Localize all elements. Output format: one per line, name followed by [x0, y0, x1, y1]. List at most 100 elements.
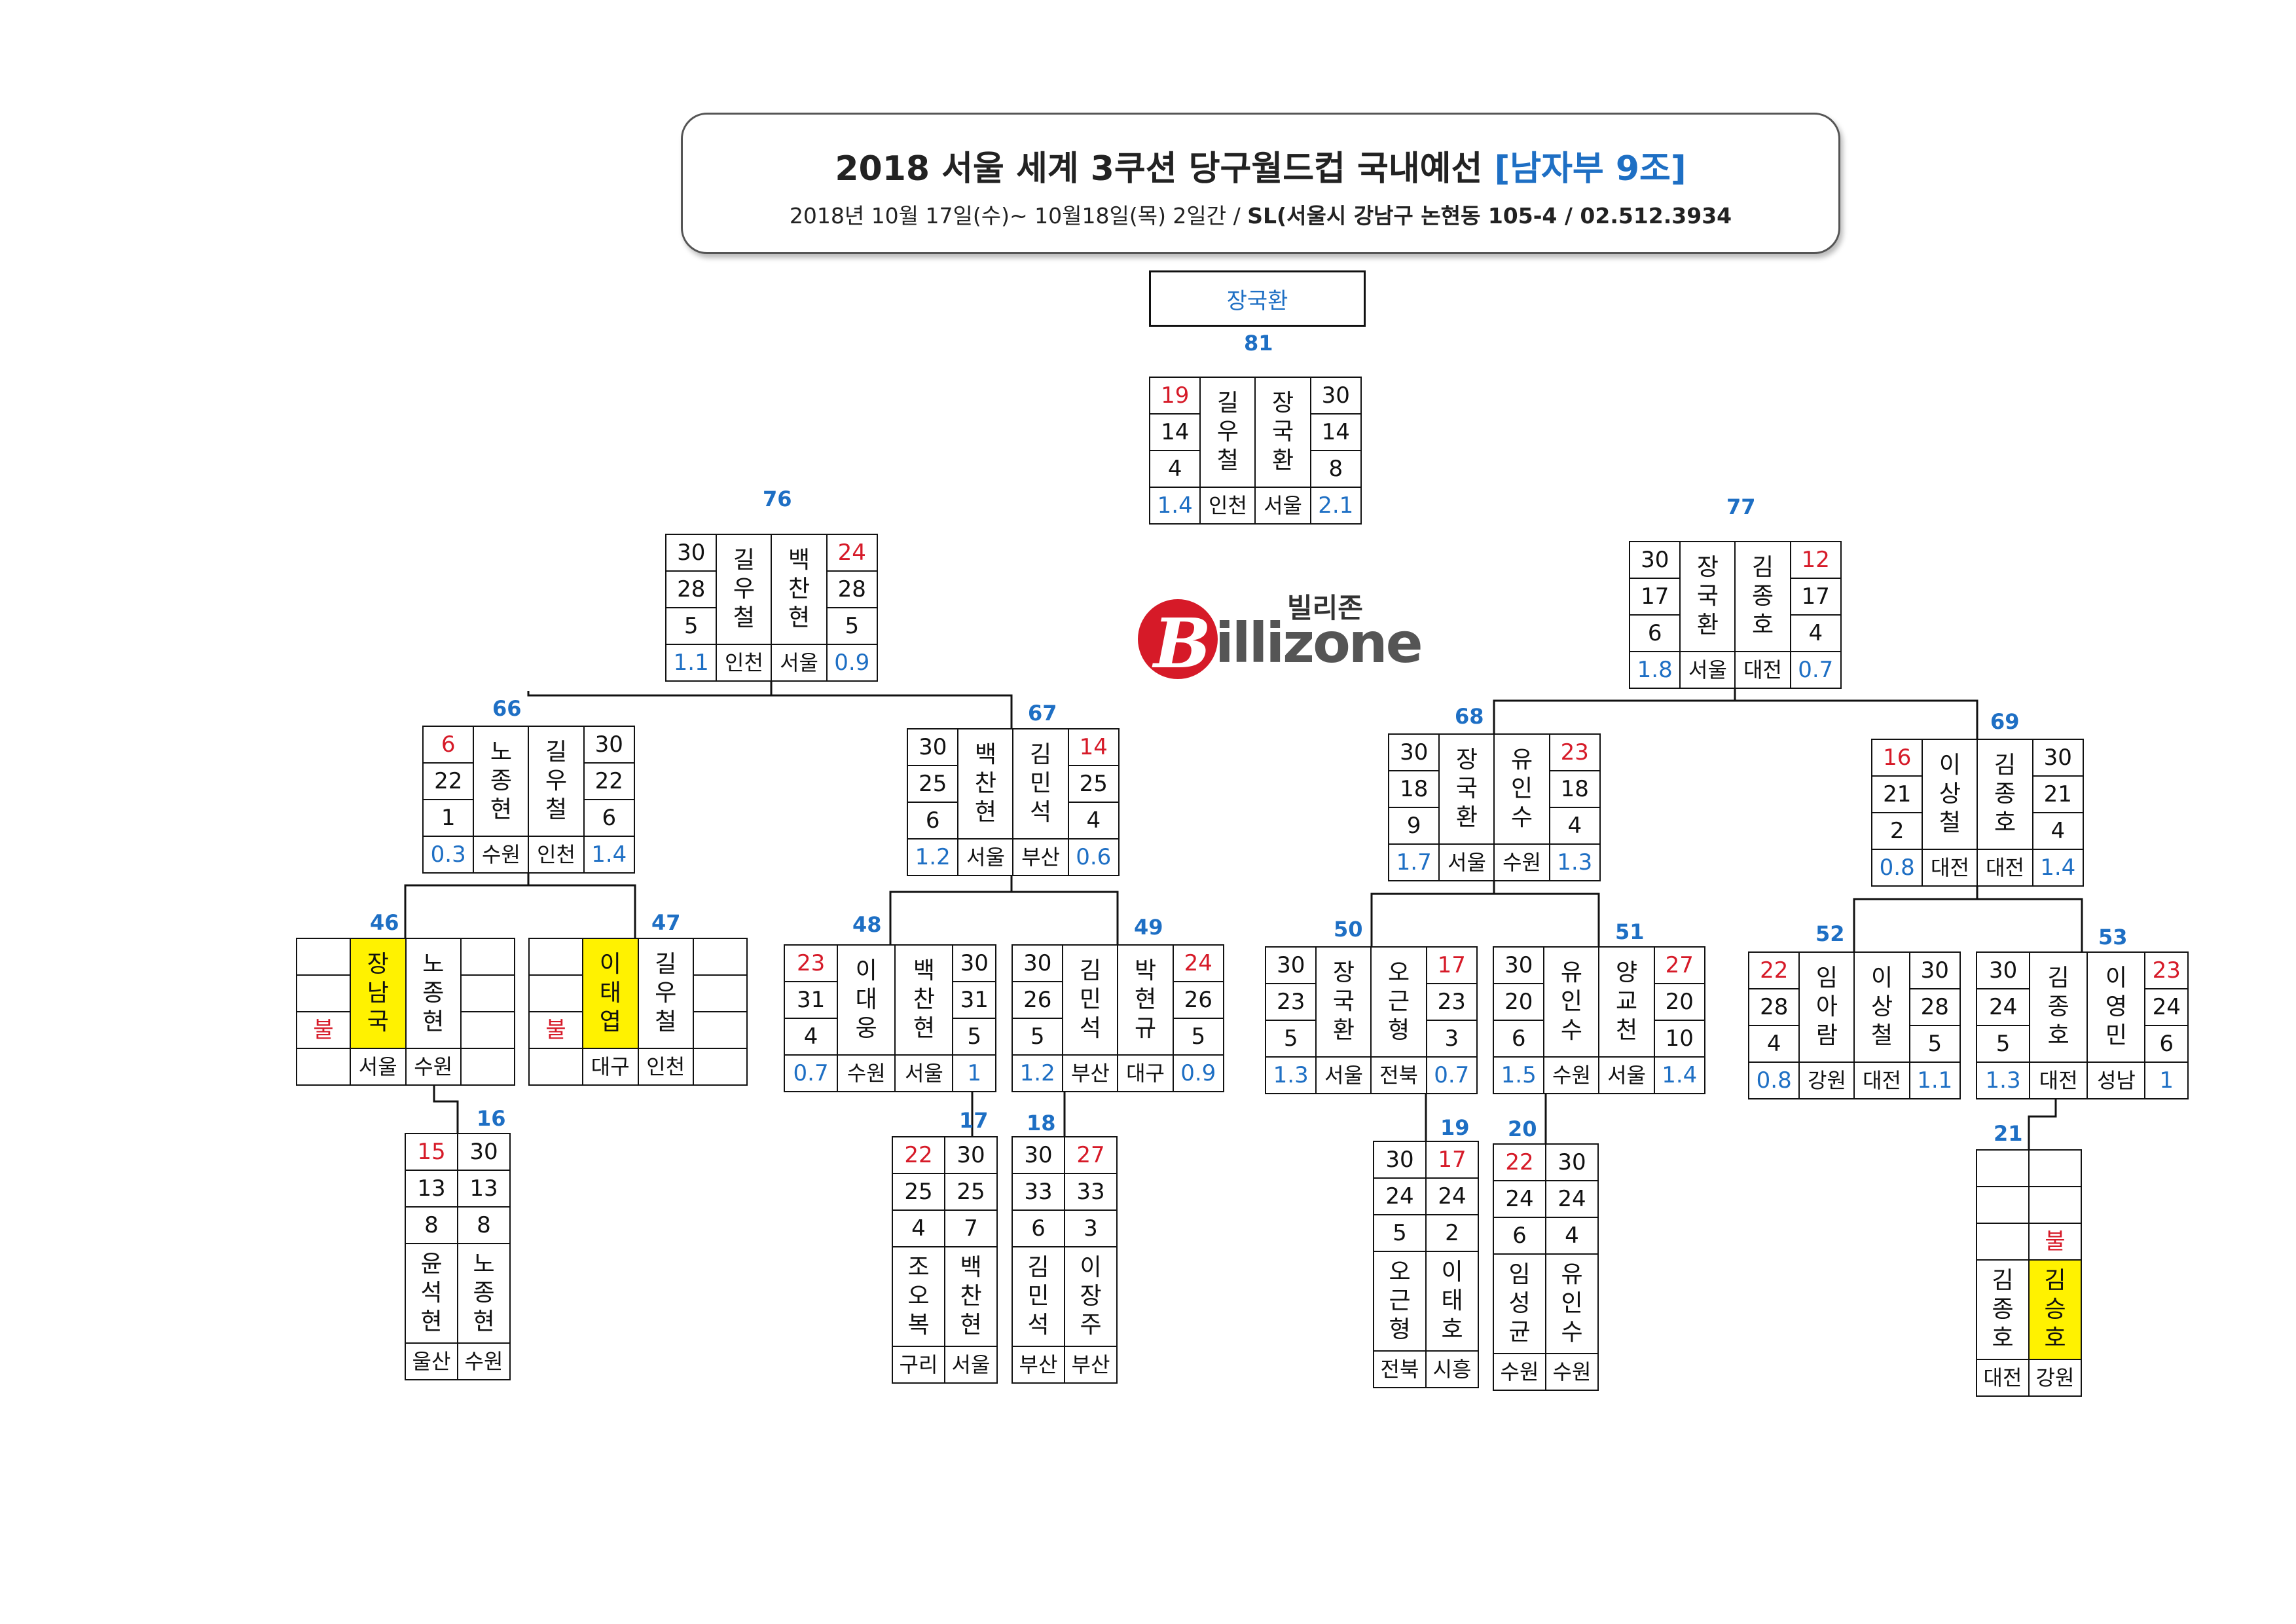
player-region: 서울 — [1254, 487, 1311, 525]
empty-cell — [693, 1048, 748, 1086]
match-number: 48 — [852, 912, 882, 937]
high-run-cell: 5 — [1908, 1025, 1961, 1063]
high-run-cell: 8 — [405, 1206, 458, 1244]
innings-cell: 22 — [583, 762, 636, 800]
average-cell: 1.7 — [1387, 843, 1440, 881]
high-run-cell: 5 — [1011, 1018, 1064, 1056]
empty-cell — [528, 1048, 583, 1086]
average-cell: 0.6 — [1067, 838, 1120, 876]
average-cell: 1.5 — [1492, 1056, 1545, 1094]
player-region: 부산 — [1012, 838, 1069, 876]
match-number: 76 — [763, 487, 792, 511]
average-cell: 1.3 — [1975, 1061, 2031, 1099]
player-region: 수원 — [837, 1054, 896, 1092]
high-run-cell: 5 — [1264, 1020, 1317, 1058]
score-cell: 30 — [1373, 1141, 1427, 1179]
innings-cell: 14 — [1309, 413, 1362, 451]
innings-cell: 24 — [1373, 1177, 1427, 1215]
score-cell: 30 — [665, 534, 718, 572]
player-region: 강원 — [2028, 1359, 2082, 1397]
average-cell: 1.3 — [1264, 1056, 1317, 1094]
average-cell: 0.7 — [1425, 1056, 1478, 1094]
innings-cell: 26 — [1011, 981, 1064, 1019]
match-number: 50 — [1334, 917, 1363, 942]
average-cell: 1.2 — [906, 838, 959, 876]
match-number: 51 — [1615, 919, 1645, 944]
innings-cell: 24 — [1425, 1177, 1479, 1215]
player-region: 수원 — [473, 836, 530, 874]
innings-cell: 33 — [1064, 1173, 1118, 1211]
connector-48-49 — [889, 891, 1119, 944]
score-cell: 22 — [1747, 951, 1800, 989]
player-region: 서울 — [1598, 1056, 1655, 1094]
match-number: 52 — [1815, 921, 1845, 946]
empty-cell — [2028, 1149, 2082, 1187]
high-run-cell: 3 — [1425, 1020, 1478, 1058]
score-cell: 17 — [1425, 946, 1478, 984]
score-cell: 30 — [944, 1136, 998, 1174]
high-run-cell: 9 — [1387, 807, 1440, 845]
score-cell: 30 — [1628, 541, 1681, 579]
match-number: 20 — [1508, 1116, 1537, 1141]
forfeit-mark: 불 — [296, 1011, 351, 1049]
high-run-cell: 3 — [1064, 1209, 1118, 1247]
player-region: 수원 — [405, 1048, 462, 1086]
player-region: 인천 — [716, 644, 773, 682]
score-cell: 17 — [1425, 1141, 1479, 1179]
player-region: 부산 — [1062, 1054, 1119, 1092]
high-run-cell: 10 — [1653, 1020, 1706, 1058]
innings-cell: 23 — [1425, 983, 1478, 1021]
match-number: 19 — [1440, 1115, 1470, 1140]
high-run-cell: 5 — [952, 1018, 996, 1056]
player-region: 대전 — [1853, 1061, 1910, 1099]
score-cell: 24 — [1172, 944, 1225, 982]
high-run-cell: 6 — [583, 799, 636, 837]
player-region: 수원 — [1493, 843, 1550, 881]
connector-66-67 — [527, 691, 1013, 728]
title-banner: 2018 서울 세계 3쿠션 당구월드컵 국내예선 [남자부 9조] 2018년… — [681, 113, 1840, 254]
high-run-cell: 4 — [1148, 450, 1201, 488]
innings-cell: 18 — [1548, 770, 1601, 808]
match-number: 77 — [1726, 494, 1756, 519]
player-region: 서울 — [1679, 651, 1736, 689]
player-region: 수원 — [1493, 1353, 1546, 1391]
score-cell: 30 — [583, 726, 636, 764]
high-run-cell: 6 — [1493, 1217, 1546, 1255]
empty-cell — [296, 1048, 351, 1086]
player-region: 서울 — [771, 644, 828, 682]
high-run-cell: 4 — [892, 1209, 945, 1247]
match-number: 21 — [1994, 1121, 2023, 1146]
player-region: 부산 — [1011, 1346, 1065, 1384]
score-cell: 12 — [1789, 541, 1842, 579]
high-run-cell: 6 — [906, 802, 959, 840]
innings-cell: 13 — [457, 1170, 511, 1208]
average-cell: 0.8 — [1747, 1061, 1800, 1099]
empty-cell — [2028, 1186, 2082, 1224]
player-region: 대구 — [1117, 1054, 1174, 1092]
score-cell: 30 — [2032, 739, 2085, 777]
score-cell: 15 — [405, 1133, 458, 1171]
player-region: 대전 — [1976, 1359, 2030, 1397]
